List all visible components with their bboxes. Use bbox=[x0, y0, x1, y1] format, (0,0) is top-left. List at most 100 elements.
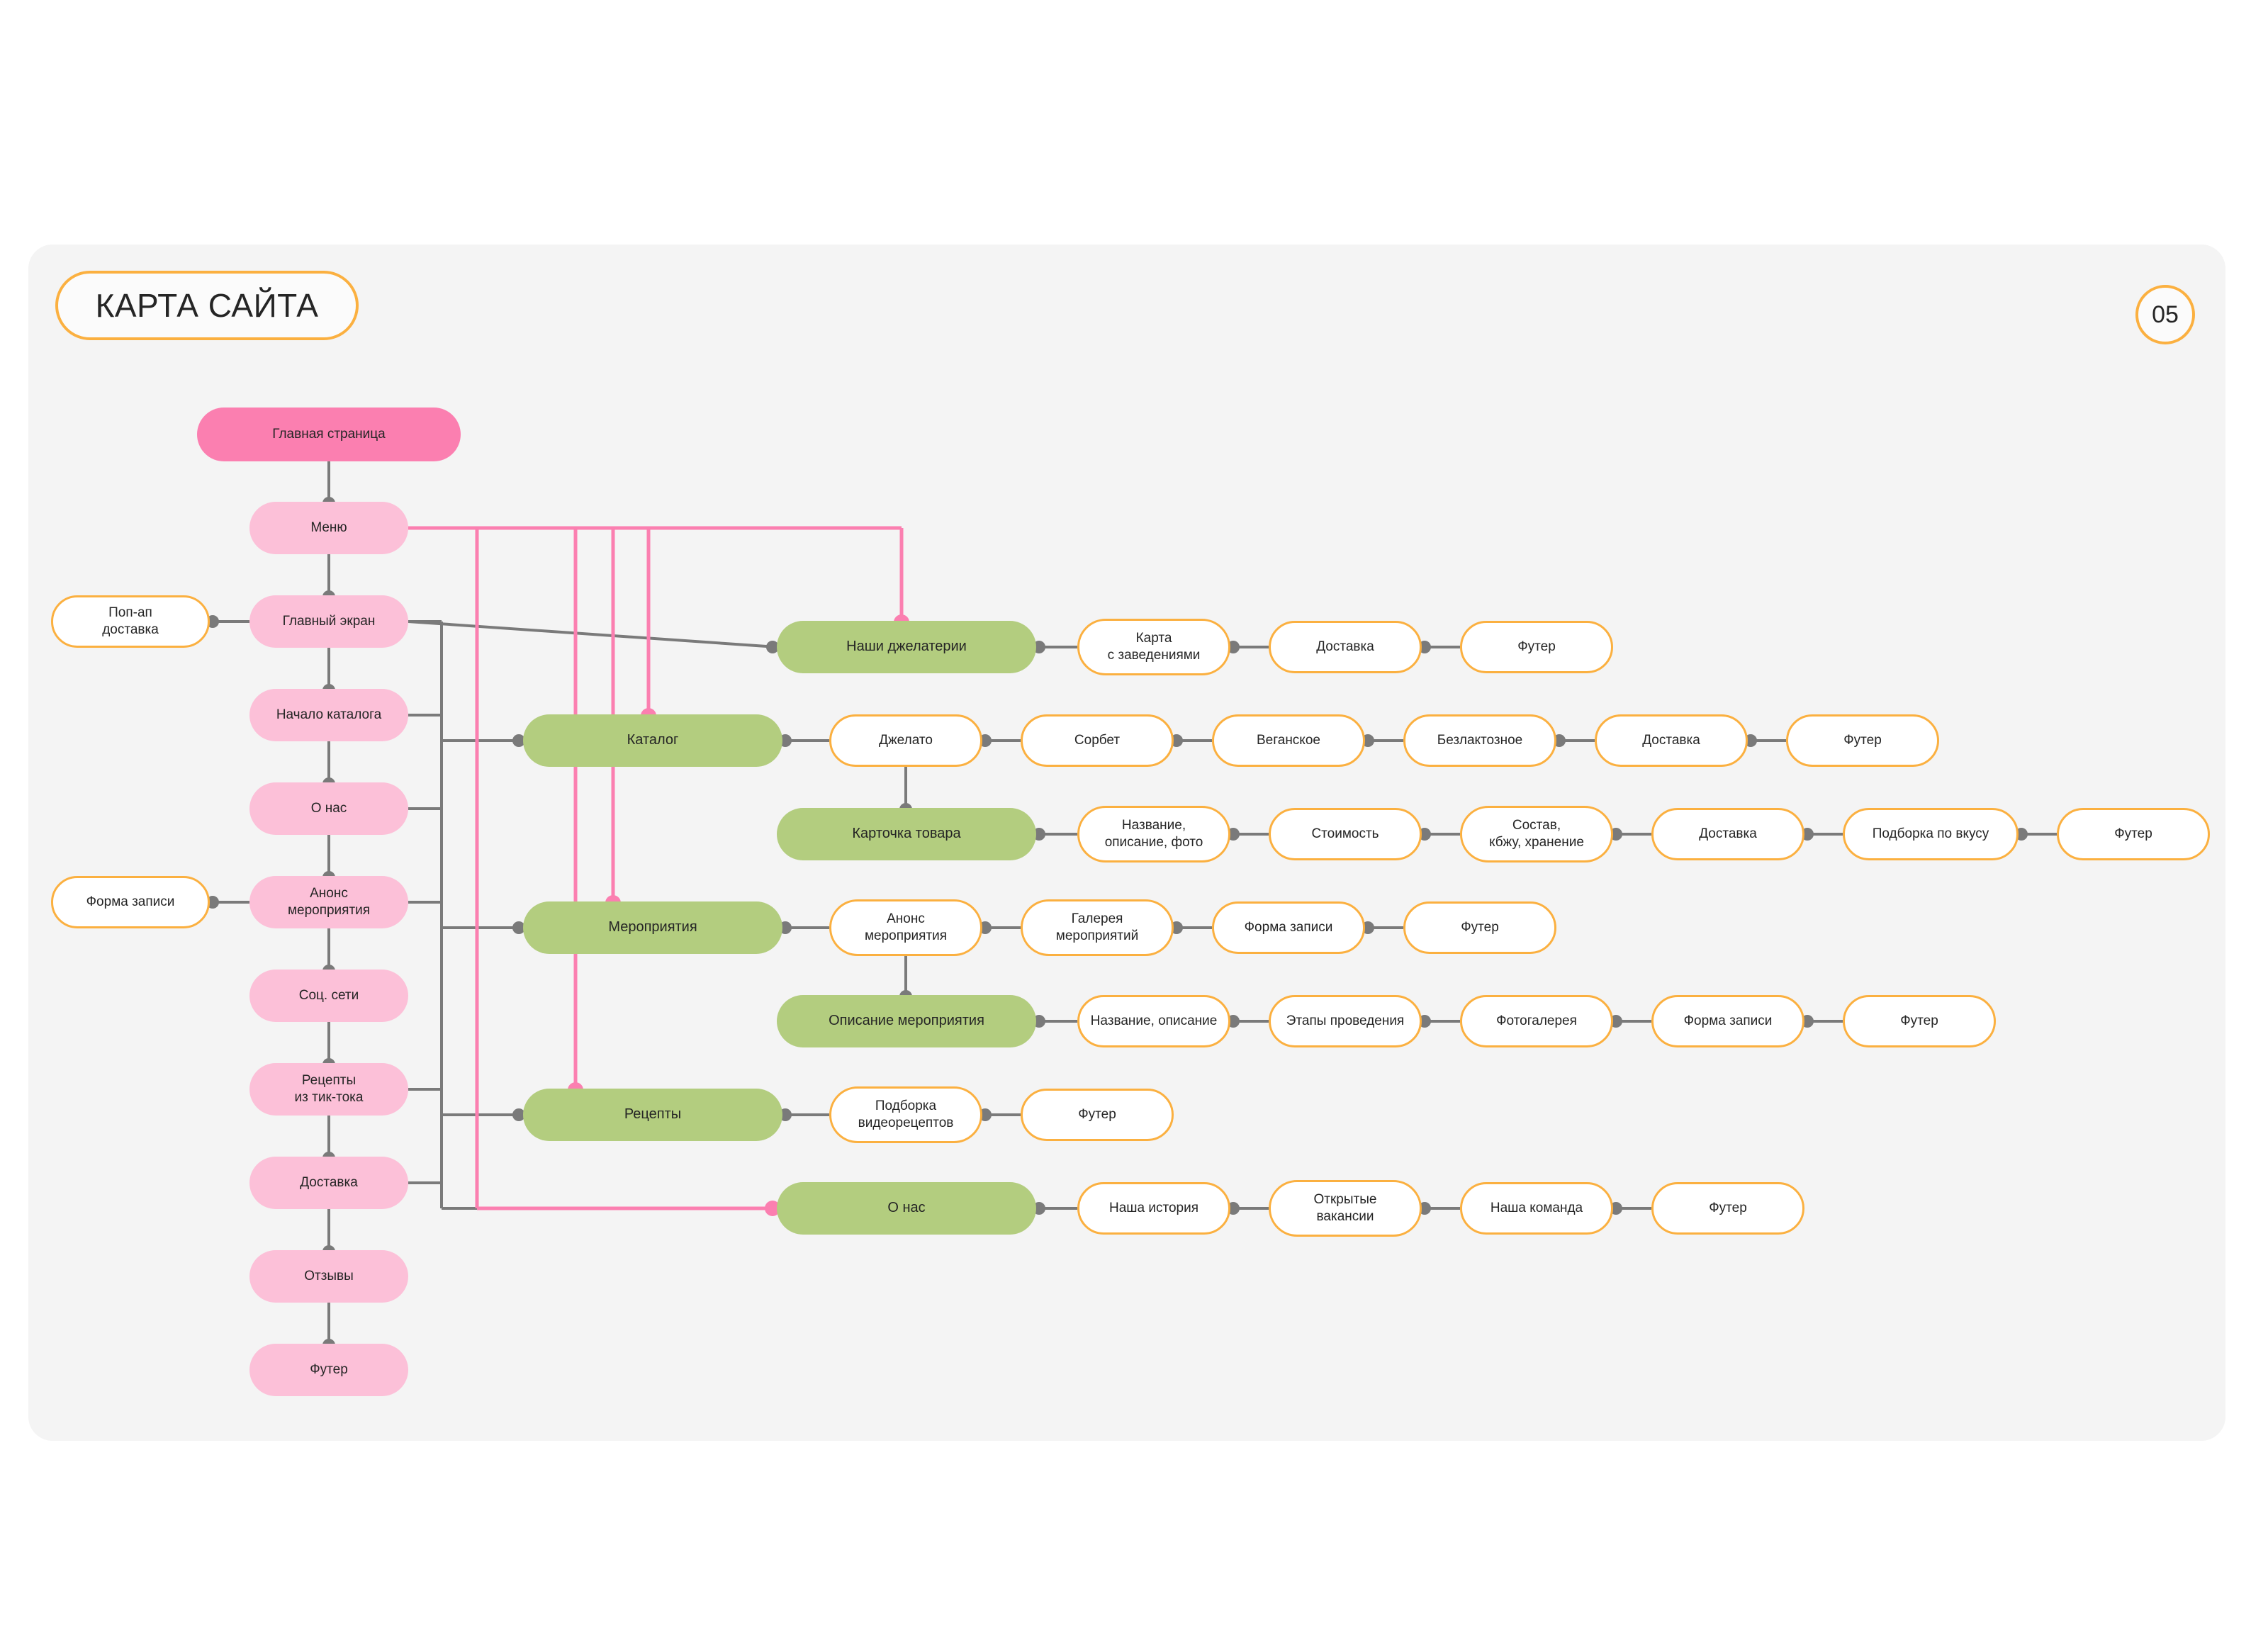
node-about-item-0[interactable]: Наша история bbox=[1077, 1182, 1230, 1235]
node-events-item-2[interactable]: Форма записи bbox=[1212, 901, 1365, 954]
node-home[interactable]: Главная страница bbox=[197, 408, 461, 461]
node-event-description-item-4[interactable]: Футер bbox=[1843, 995, 1996, 1047]
node-label: Меню bbox=[310, 520, 347, 536]
node-label: Начало каталога bbox=[276, 707, 382, 723]
node-recipes-head[interactable]: Рецепты bbox=[523, 1089, 782, 1141]
node-event-description-item-0[interactable]: Название, описание bbox=[1077, 995, 1230, 1047]
node-catalog-item-3[interactable]: Безлактозное bbox=[1403, 714, 1556, 767]
page-number-label: 05 bbox=[2152, 300, 2179, 328]
node-label: Форма записи bbox=[1244, 920, 1333, 936]
node-label: Футер bbox=[310, 1362, 348, 1378]
node-label: Отзывы bbox=[304, 1269, 354, 1284]
node-label: Главный экран bbox=[282, 614, 376, 629]
node-label: Футер bbox=[2114, 826, 2152, 842]
node-catalog-item-4[interactable]: Доставка bbox=[1595, 714, 1748, 767]
node-gelaterias-head[interactable]: Наши джелатерии bbox=[777, 621, 1036, 673]
node-catalog-item-5[interactable]: Футер bbox=[1786, 714, 1939, 767]
node-label: Название,описание, фото bbox=[1104, 818, 1203, 850]
node-label: Форма записи bbox=[1683, 1013, 1773, 1029]
node-spine-5[interactable]: Соц. сети bbox=[249, 970, 408, 1022]
node-events-item-3[interactable]: Футер bbox=[1403, 901, 1556, 954]
node-spine-3[interactable]: О нас bbox=[249, 782, 408, 835]
node-product-card-head[interactable]: Карточка товара bbox=[777, 808, 1036, 860]
node-product-card-item-2[interactable]: Состав,кбжу, хранение bbox=[1460, 806, 1613, 863]
node-label: Рецепты bbox=[624, 1106, 682, 1123]
node-label: Наша команда bbox=[1490, 1201, 1583, 1216]
node-catalog-item-2[interactable]: Веганское bbox=[1212, 714, 1365, 767]
node-gelaterias-item-2[interactable]: Футер bbox=[1460, 621, 1613, 673]
node-label: О нас bbox=[310, 801, 347, 816]
node-about-item-2[interactable]: Наша команда bbox=[1460, 1182, 1613, 1235]
node-event-description-item-3[interactable]: Форма записи bbox=[1651, 995, 1804, 1047]
node-label: Доставка bbox=[300, 1175, 358, 1191]
node-popup-1[interactable]: Форма записи bbox=[51, 876, 210, 928]
node-label: Веганское bbox=[1257, 733, 1320, 748]
node-event-description-item-1[interactable]: Этапы проведения bbox=[1269, 995, 1422, 1047]
node-label: Доставка bbox=[1316, 639, 1374, 655]
node-label: Футер bbox=[1461, 920, 1499, 936]
page-title-label: КАРТА САЙТА bbox=[95, 287, 319, 324]
node-recipes-item-1[interactable]: Футер bbox=[1021, 1089, 1174, 1141]
node-label: Футер bbox=[1900, 1013, 1938, 1029]
node-label: Фотогалерея bbox=[1496, 1013, 1577, 1029]
node-about-item-3[interactable]: Футер bbox=[1651, 1182, 1804, 1235]
node-catalog-head[interactable]: Каталог bbox=[523, 714, 782, 767]
node-catalog-item-0[interactable]: Джелато bbox=[829, 714, 982, 767]
node-spine-2[interactable]: Начало каталога bbox=[249, 689, 408, 741]
node-event-description-item-2[interactable]: Фотогалерея bbox=[1460, 995, 1613, 1047]
node-gelaterias-item-1[interactable]: Доставка bbox=[1269, 621, 1422, 673]
node-spine-1[interactable]: Главный экран bbox=[249, 595, 408, 648]
node-label: Этапы проведения bbox=[1286, 1013, 1405, 1029]
node-catalog-item-1[interactable]: Сорбет bbox=[1021, 714, 1174, 767]
node-label: Футер bbox=[1709, 1201, 1747, 1216]
node-label: Описание мероприятия bbox=[829, 1013, 984, 1029]
node-label: Безлактозное bbox=[1437, 733, 1523, 748]
node-label: Состав,кбжу, хранение bbox=[1489, 818, 1584, 850]
node-label: Футер bbox=[1517, 639, 1556, 655]
node-label: Карточка товара bbox=[852, 826, 961, 842]
node-product-card-item-1[interactable]: Стоимость bbox=[1269, 808, 1422, 860]
node-product-card-item-0[interactable]: Название,описание, фото bbox=[1077, 806, 1230, 863]
node-label: Доставка bbox=[1699, 826, 1757, 842]
node-spine-7[interactable]: Доставка bbox=[249, 1157, 408, 1209]
node-label: Название, описание bbox=[1090, 1013, 1218, 1029]
node-label: Каталог bbox=[627, 732, 679, 748]
node-label: Соц. сети bbox=[298, 988, 359, 1004]
node-label: Мероприятия bbox=[608, 919, 697, 936]
node-label: Наши джелатерии bbox=[846, 639, 967, 655]
node-spine-8[interactable]: Отзывы bbox=[249, 1250, 408, 1303]
node-label: Главная страница bbox=[272, 427, 386, 442]
page-title: КАРТА САЙТА bbox=[55, 271, 359, 340]
node-label: Стоимость bbox=[1311, 826, 1379, 842]
node-product-card-item-4[interactable]: Подборка по вкусу bbox=[1843, 808, 2019, 860]
node-spine-9[interactable]: Футер bbox=[249, 1344, 408, 1396]
node-label: Форма записи bbox=[86, 894, 175, 910]
node-label: Подборка по вкусу bbox=[1872, 826, 1989, 842]
node-product-card-item-5[interactable]: Футер bbox=[2057, 808, 2210, 860]
page-number-badge: 05 bbox=[2135, 285, 2195, 344]
node-label: Джелато bbox=[879, 733, 933, 748]
node-event-description-head[interactable]: Описание мероприятия bbox=[777, 995, 1036, 1047]
node-events-head[interactable]: Мероприятия bbox=[523, 901, 782, 954]
node-product-card-item-3[interactable]: Доставка bbox=[1651, 808, 1804, 860]
node-label: Сорбет bbox=[1074, 733, 1121, 748]
node-spine-0[interactable]: Меню bbox=[249, 502, 408, 554]
node-about-head[interactable]: О нас bbox=[777, 1182, 1036, 1235]
